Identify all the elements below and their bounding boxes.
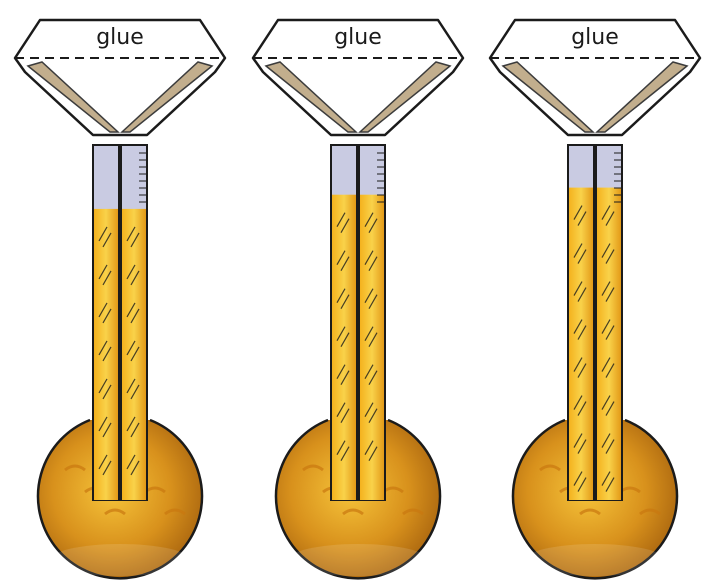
- apparatus-1: glue: [15, 20, 225, 578]
- tube-right-liquid: [597, 188, 621, 500]
- bulb-highlight: [288, 544, 428, 576]
- tube-right-liquid: [360, 195, 384, 500]
- tube-left-liquid: [569, 188, 593, 500]
- tube-left-liquid: [332, 195, 356, 500]
- bulb-highlight: [525, 544, 665, 576]
- apparatus-3: glue: [490, 20, 700, 578]
- glue-label: glue: [334, 25, 382, 50]
- apparatus-2: glue: [253, 20, 463, 578]
- glue-label: glue: [571, 25, 619, 50]
- bulb-highlight: [50, 544, 190, 576]
- glue-label: glue: [96, 25, 144, 50]
